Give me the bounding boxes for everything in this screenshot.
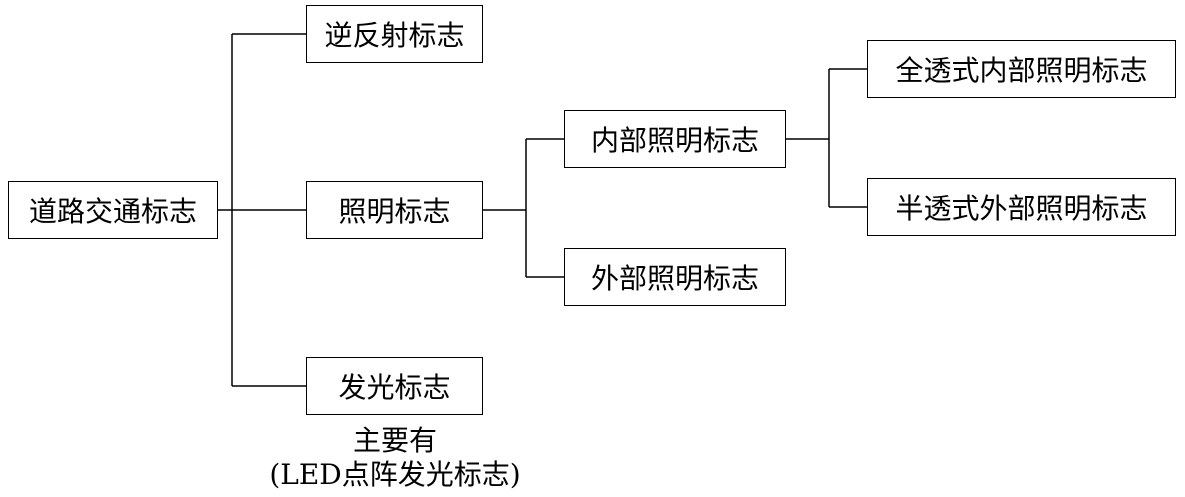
note-line-1: 主要有 xyxy=(352,424,437,457)
full-transparent-internal-sign-label: 全透式内部照明标志 xyxy=(895,54,1148,87)
internal-lighting-sign-box: 内部照明标志 xyxy=(564,110,786,168)
semi-transparent-external-sign-box: 半透式外部照明标志 xyxy=(867,178,1176,236)
full-transparent-internal-sign-box: 全透式内部照明标志 xyxy=(867,40,1176,98)
lighting-sign-box: 照明标志 xyxy=(306,181,483,239)
road-traffic-sign-box: 道路交通标志 xyxy=(8,181,218,239)
luminous-sign-label: 发光标志 xyxy=(338,371,451,404)
internal-lighting-sign-label: 内部照明标志 xyxy=(590,124,759,157)
semi-transparent-external-sign-label: 半透式外部照明标志 xyxy=(895,192,1148,225)
retroreflective-sign-label: 逆反射标志 xyxy=(324,19,465,52)
note-line-2: (LED点阵发光标志) xyxy=(269,458,521,491)
retroreflective-sign-box: 逆反射标志 xyxy=(306,5,483,63)
road-traffic-sign-label: 道路交通标志 xyxy=(28,195,197,228)
luminous-sign-box: 发光标志 xyxy=(306,357,483,415)
luminous-sign-note: 主要有 (LED点阵发光标志) xyxy=(245,424,545,492)
external-lighting-sign-label: 外部照明标志 xyxy=(590,262,759,295)
external-lighting-sign-box: 外部照明标志 xyxy=(564,248,786,306)
lighting-sign-label: 照明标志 xyxy=(338,195,451,228)
